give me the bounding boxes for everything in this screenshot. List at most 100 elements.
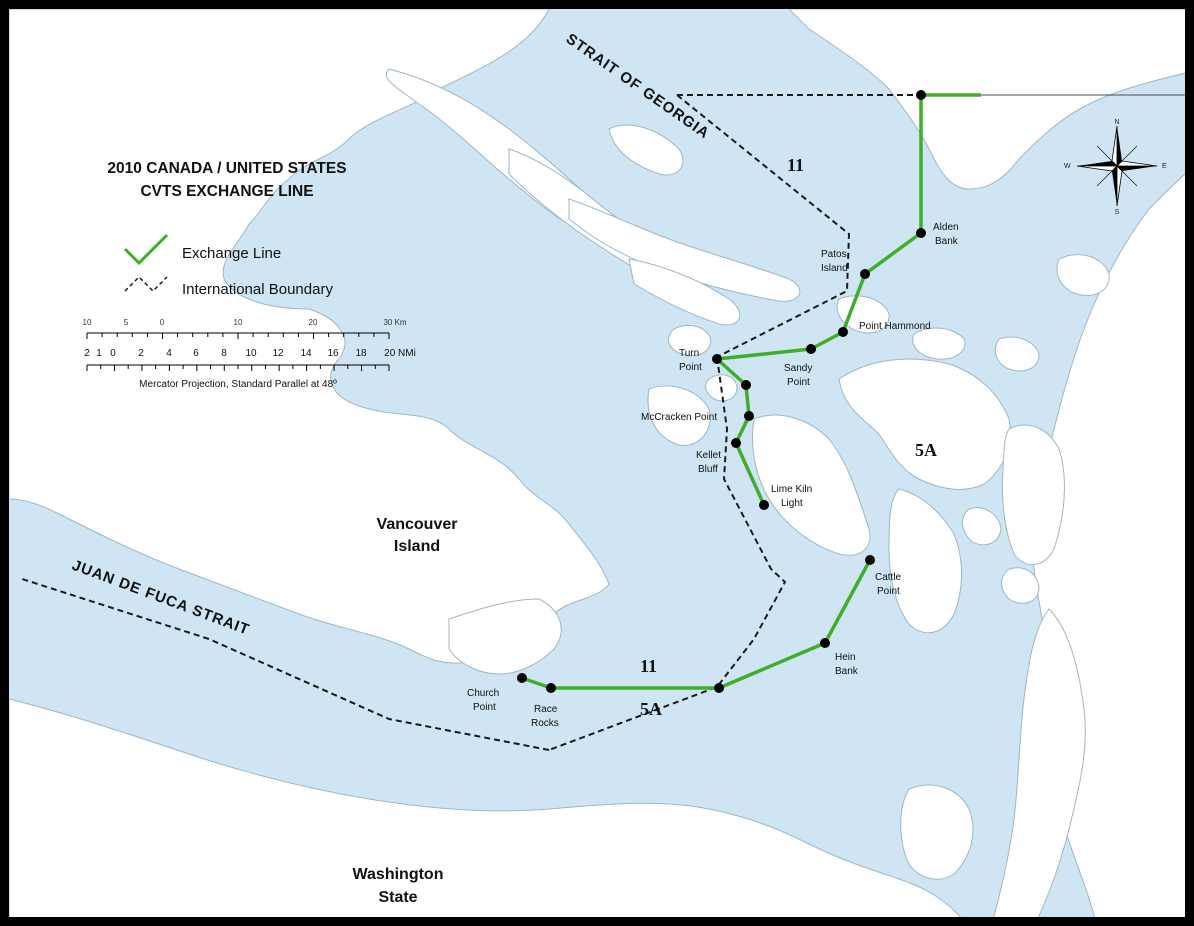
point-lime-kiln-light[interactable] — [759, 500, 769, 510]
point-boundary-junction[interactable] — [714, 683, 724, 693]
label-point-hammond: Point Hammond — [859, 321, 931, 332]
land-gulf-island-5 — [608, 124, 684, 176]
scale-km-4: 20 — [309, 318, 318, 327]
legend-exchange-line: Exchange Line — [182, 245, 281, 262]
label-hein-1: Hein — [835, 652, 856, 663]
label-washington-1: Washington — [353, 866, 444, 883]
point-hein-bank[interactable] — [820, 638, 830, 648]
zone-label-north-11: 11 — [787, 155, 804, 175]
scale-nmi-0: 2 — [84, 348, 90, 359]
scale-nmi-9: 14 — [300, 348, 312, 359]
label-church-1: Church — [467, 688, 499, 699]
scale-nmi-4: 4 — [166, 348, 172, 359]
label-alden-2: Bank — [935, 236, 959, 247]
land-small-island-7 — [647, 385, 711, 446]
boundary-legend-icon — [124, 275, 168, 293]
land-small-island-2 — [994, 336, 1040, 372]
compass-n: N — [1114, 119, 1119, 126]
land-vancouver-island — [9, 9, 610, 664]
label-washington-2: State — [378, 889, 417, 906]
legend-international-boundary: International Boundary — [182, 281, 333, 298]
scale-nmi-3: 2 — [138, 348, 144, 359]
scale-nmi-11: 18 — [355, 348, 367, 359]
label-limekiln-1: Lime Kiln — [771, 484, 812, 495]
compass-e: E — [1162, 163, 1167, 170]
point-point-hammond[interactable] — [838, 327, 848, 337]
point-kellet-bluff[interactable] — [731, 438, 741, 448]
point-sandy-point[interactable] — [806, 344, 816, 354]
point-intermediate[interactable] — [741, 380, 751, 390]
title-line-1: 2010 CANADA / UNITED STATES — [107, 160, 346, 177]
scale-km-2: 0 — [160, 318, 165, 327]
land-small-island-1 — [912, 327, 966, 360]
label-kellet-2: Bluff — [698, 464, 718, 475]
point-turn-point[interactable] — [712, 354, 722, 364]
label-race-1: Race — [534, 704, 558, 715]
point-cattle-point[interactable] — [865, 555, 875, 565]
map-canvas[interactable]: Alden Bank Patos Island Point Hammond Tu… — [9, 9, 1194, 926]
land-fidalgo-island — [1001, 424, 1065, 566]
compass-s: S — [1115, 209, 1120, 216]
land-lopez-island — [888, 488, 962, 634]
scale-nmi-1: 1 — [96, 348, 102, 359]
label-sandy-2: Point — [787, 377, 810, 388]
land-layer — [9, 9, 1185, 917]
land-orcas-island — [838, 358, 1011, 490]
scale-bar: 10 5 0 10 20 30 Km 2 1 0 2 4 6 8 10 12 1… — [83, 318, 416, 390]
scale-km-1: 5 — [124, 318, 129, 327]
scale-nmi-10: 16 — [327, 348, 339, 359]
scale-nmi-ticks — [86, 365, 390, 371]
land-northeast-mainland — [788, 9, 1185, 190]
compass-rose-icon: N S E W — [1064, 119, 1167, 216]
scale-km-0: 10 — [83, 318, 92, 327]
label-kellet-1: Kellet — [696, 450, 721, 461]
zone-label-south-11: 11 — [640, 656, 657, 676]
international-boundary — [18, 94, 1185, 751]
point-mccracken-point[interactable] — [744, 411, 754, 421]
label-patos-1: Patos — [821, 249, 847, 260]
compass-w: W — [1064, 163, 1071, 170]
label-cattle-2: Point — [877, 586, 900, 597]
scale-nmi-5: 6 — [193, 348, 199, 359]
scale-km-3: 10 — [234, 318, 243, 327]
point-church-point[interactable] — [517, 673, 527, 683]
label-vancouver-2: Island — [394, 538, 440, 555]
scale-nmi-8: 12 — [272, 348, 284, 359]
land-gulf-island-4 — [628, 258, 741, 326]
label-alden-1: Alden — [933, 222, 959, 233]
boundary-juan-de-fuca-segment — [18, 577, 550, 751]
scale-km-ticks — [86, 333, 390, 339]
land-small-island-3 — [962, 507, 1002, 546]
land-small-island-9 — [836, 295, 890, 334]
land-small-island-8 — [1056, 254, 1110, 296]
scale-nmi-12: 20 NMi — [384, 348, 416, 359]
label-turn-1: Turn — [679, 348, 699, 359]
legend: Exchange Line International Boundary — [123, 233, 333, 298]
label-cattle-1: Cattle — [875, 572, 902, 583]
scale-nmi-2: 0 — [110, 348, 116, 359]
zone-label-south-5a: 5A — [640, 699, 662, 719]
label-vancouver-1: Vancouver — [377, 516, 458, 533]
land-small-island-6 — [667, 325, 712, 357]
title-line-2: CVTS EXCHANGE LINE — [140, 183, 313, 200]
zone-labels: 11 5A 11 5A — [640, 155, 937, 719]
label-church-2: Point — [473, 702, 496, 713]
label-limekiln-2: Light — [781, 498, 803, 509]
point-north-boundary[interactable] — [916, 90, 926, 100]
scale-nmi-6: 8 — [221, 348, 227, 359]
label-patos-2: Island — [821, 263, 848, 274]
map-title: 2010 CANADA / UNITED STATES CVTS EXCHANG… — [107, 160, 346, 200]
scale-nmi-7: 10 — [245, 348, 257, 359]
label-hein-2: Bank — [835, 666, 859, 677]
boundary-georgia-segment — [676, 94, 851, 358]
land-san-juan-island — [751, 414, 871, 556]
label-mccracken: McCracken Point — [641, 412, 717, 423]
point-patos-island[interactable] — [860, 269, 870, 279]
land-small-island-4 — [1001, 567, 1040, 604]
point-race-rocks[interactable] — [546, 683, 556, 693]
point-alden-bank[interactable] — [916, 228, 926, 238]
label-race-2: Rocks — [531, 718, 559, 729]
land-victoria-peninsula — [448, 598, 562, 675]
zone-label-east-5a: 5A — [915, 440, 937, 460]
